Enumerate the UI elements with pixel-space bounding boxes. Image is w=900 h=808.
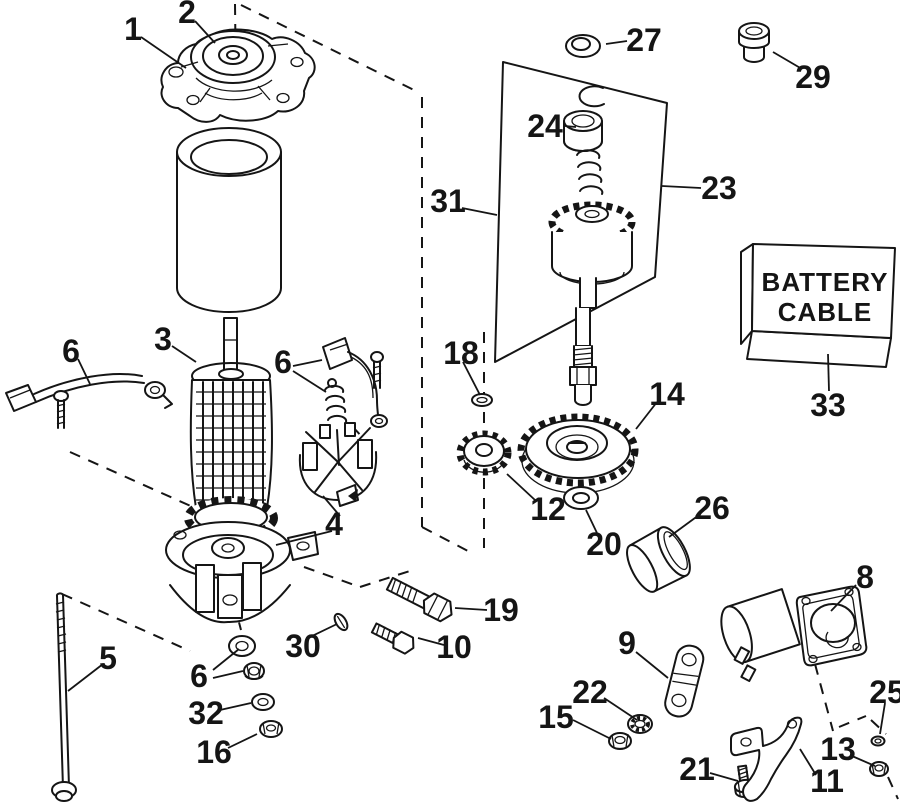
part-29-bushing-drawing [738, 22, 770, 63]
part-23-drive-assembly-drawing [494, 61, 668, 406]
part-25-oring-drawing [870, 735, 886, 747]
callout-18: 18 [443, 335, 479, 371]
part-9-strap-drawing [664, 644, 705, 718]
part-30-pin-drawing [333, 612, 349, 632]
part-32-washer-drawing [251, 693, 275, 711]
callout-29: 29 [795, 59, 831, 95]
clutch-pinion-drawing [548, 201, 636, 309]
callout-11: 11 [810, 763, 844, 799]
end-cap-housing-drawing [165, 484, 359, 624]
battery-cable-label-line1: BATTERY [762, 267, 889, 297]
callout-26: 26 [694, 490, 730, 526]
callout-6-cable: 6 [62, 333, 80, 369]
part-6-cable-drawing [5, 373, 173, 429]
part-1-drive-end-cap-drawing [160, 28, 316, 123]
part-5-through-bolt-drawing [51, 592, 77, 802]
leader-lines [67, 20, 886, 782]
callout-9: 9 [618, 625, 636, 661]
parts-layer: BATTERY CABLE [5, 22, 896, 802]
callout-14: 14 [649, 376, 685, 412]
part-18-oring-drawing [471, 393, 493, 407]
callout-1: 1 [124, 11, 142, 47]
callout-5: 5 [99, 640, 117, 676]
part-14-drive-gear-drawing [517, 413, 639, 494]
callout-27: 27 [626, 22, 662, 58]
callout-31: 31 [430, 183, 466, 219]
callout-22: 22 [572, 674, 608, 710]
callout-21: 21 [679, 751, 715, 787]
part-8-solenoid-drawing [720, 585, 868, 683]
part-6-washer-nut-drawing [228, 635, 265, 680]
callout-25: 25 [869, 674, 900, 710]
battery-cable-note-box: BATTERY CABLE [740, 243, 896, 368]
callout-19: 19 [483, 592, 519, 628]
battery-cable-label-line2: CABLE [778, 297, 873, 327]
part-4-brush-plate-drawing [298, 422, 378, 501]
callout-2: 2 [178, 0, 196, 30]
callout-24: 24 [527, 108, 563, 144]
callout-23: 23 [701, 170, 737, 206]
drive-shaft-drawing [569, 307, 597, 406]
part-27-washer-drawing [565, 34, 601, 58]
part-20-washer-drawing [563, 486, 599, 510]
callout-6-brush: 6 [274, 344, 292, 380]
part-16-nut-drawing [259, 720, 283, 738]
part-19-bolt-drawing [385, 576, 453, 623]
starter-frame-cylinder-drawing [176, 127, 282, 313]
part-11-bracket-drawing [730, 716, 803, 802]
part-3-armature-drawing [184, 317, 278, 545]
callout-16: 16 [196, 734, 232, 770]
part-12-pinion-gear-drawing [456, 430, 512, 476]
callout-15: 15 [538, 699, 574, 735]
part-26-sleeve-drawing [626, 526, 691, 593]
callout-12: 12 [530, 491, 566, 527]
callout-3: 3 [154, 321, 172, 357]
part-6-brush-kit-drawing [322, 337, 388, 428]
callout-20: 20 [586, 526, 622, 562]
callout-32: 32 [188, 695, 224, 731]
callout-13: 13 [820, 731, 856, 767]
callout-6-hardware: 6 [190, 658, 208, 694]
callout-4: 4 [325, 506, 343, 542]
callout-30: 30 [285, 628, 321, 664]
callout-33: 33 [810, 387, 846, 423]
callout-8: 8 [856, 559, 874, 595]
part-22-star-washer-drawing [627, 714, 653, 734]
callout-10: 10 [436, 629, 472, 665]
part-10-screw-drawing [370, 622, 415, 655]
part-15-nut-drawing [608, 732, 632, 750]
